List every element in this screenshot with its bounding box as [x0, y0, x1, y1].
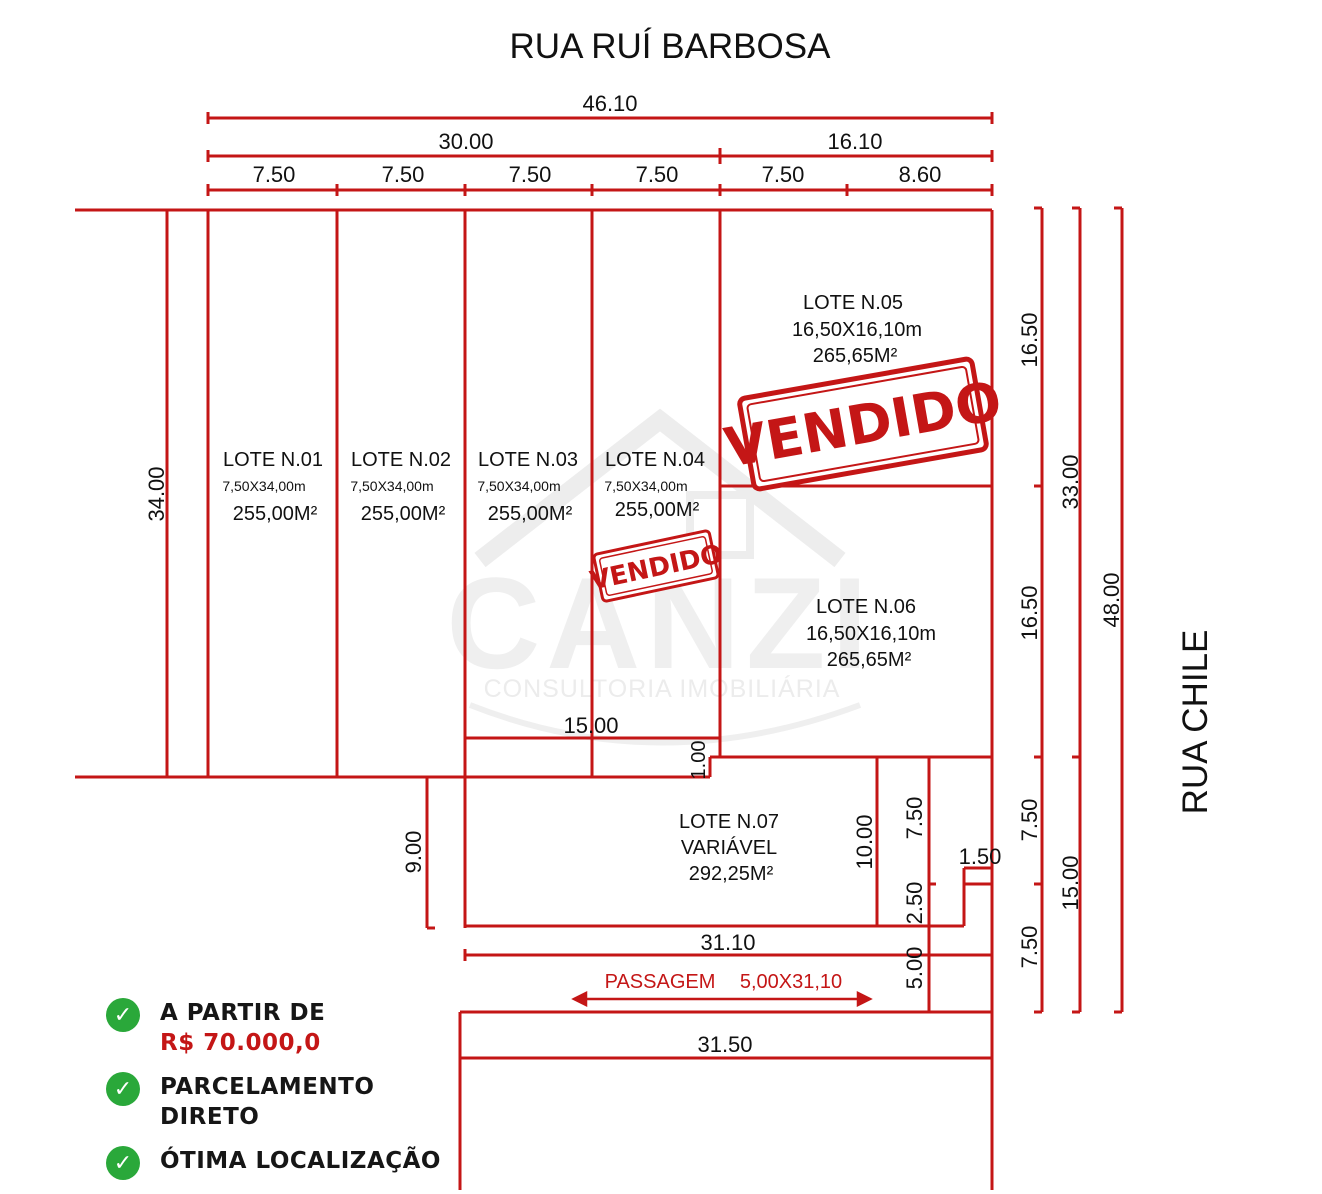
sold-stamp-large: VENDIDO — [720, 356, 1006, 492]
lot-dims: 16,50X16,10m — [806, 623, 936, 645]
lot-dims: 16,50X16,10m — [792, 319, 922, 341]
dim-right-16b: 16.50 — [1017, 585, 1042, 640]
passage-label: PASSAGEM — [605, 971, 716, 993]
dim-1-5: 1.50 — [959, 844, 1002, 869]
lot-name: LOTE N.06 — [816, 596, 916, 618]
dim-right-16a: 16.50 — [1017, 312, 1042, 367]
lot-name: LOTE N.07 — [679, 811, 779, 833]
lot-dims: VARIÁVEL — [681, 836, 777, 859]
lot-dims: 7,50X34,00m — [350, 478, 433, 494]
passage-dims: 5,00X31,10 — [740, 971, 842, 993]
feature-price: ✓ A PARTIR DE R$ 70.000,0 — [106, 998, 446, 1058]
check-icon: ✓ — [106, 1146, 140, 1180]
top-dimension-lines — [206, 112, 994, 196]
lot-area: 255,00M² — [615, 499, 700, 521]
feature-list: ✓ A PARTIR DE R$ 70.000,0 ✓ PARCELAMENTO… — [106, 998, 446, 1194]
dim-right-33: 33.00 — [1058, 454, 1083, 509]
dim-right-7b: 7.50 — [1017, 926, 1042, 969]
lot-03: LOTE N.03 7,50X34,00m 255,00M² — [477, 449, 578, 525]
lot-05: LOTE N.05 16,50X16,10m 265,65M² — [792, 292, 922, 367]
watermark-swoosh — [468, 702, 862, 746]
lot-dims: 7,50X34,00m — [222, 478, 305, 494]
lot-name: LOTE N.02 — [351, 449, 451, 471]
watermark-tagline: CONSULTORIA IMOBILIÁRIA — [484, 674, 841, 703]
dim-left-depth: 34.00 — [144, 466, 169, 521]
dim-31-50: 31.50 — [697, 1032, 752, 1057]
feature-price-text: A PARTIR DE — [160, 1000, 326, 1026]
lot-name: LOTE N.04 — [605, 449, 705, 471]
dim-inner-15: 15.00 — [563, 713, 618, 738]
lot-name: LOTE N.01 — [223, 449, 323, 471]
dim-right-7a: 7.50 — [1017, 799, 1042, 842]
double-arrow-icon — [571, 990, 873, 1008]
dim-right-15: 15.00 — [1058, 855, 1083, 910]
feature-location: ✓ ÓTIMA LOCALIZAÇÃO — [106, 1146, 446, 1180]
dim-right-48: 48.00 — [1099, 572, 1124, 627]
lot-area: 255,00M² — [361, 503, 446, 525]
lot-07: LOTE N.07 VARIÁVEL 292,25M² — [679, 811, 779, 885]
dim-2-5: 2.50 — [902, 882, 927, 925]
price-value: R$ 70.000,0 — [160, 1030, 321, 1056]
watermark-roof-icon — [474, 408, 846, 568]
lot-dims: 7,50X34,00m — [604, 478, 687, 494]
feature-installments-text: PARCELAMENTO DIRETO — [160, 1074, 375, 1130]
lot-area: 255,00M² — [488, 503, 573, 525]
dim-10: 10.00 — [852, 814, 877, 869]
dim-lot-width-4: 7.50 — [636, 162, 679, 187]
dim-group-left: 30.00 — [438, 129, 493, 154]
dim-9: 9.00 — [401, 831, 426, 874]
lot-dims: 7,50X34,00m — [477, 478, 560, 494]
dim-lot-width-5: 7.50 — [762, 162, 805, 187]
dim-lot-width-3: 7.50 — [509, 162, 552, 187]
dim-7-5-inner: 7.50 — [902, 797, 927, 840]
dim-31-10: 31.10 — [700, 930, 755, 955]
plan-outlines — [75, 206, 1124, 1190]
dim-5: 5.00 — [902, 947, 927, 990]
street-top-label: RUA RUÍ BARBOSA — [510, 27, 832, 66]
lot-name: LOTE N.03 — [478, 449, 578, 471]
lot-04: LOTE N.04 7,50X34,00m 255,00M² — [604, 449, 705, 521]
dim-group-right: 16.10 — [827, 129, 882, 154]
lot-06: LOTE N.06 16,50X16,10m 265,65M² — [806, 596, 936, 671]
feature-location-text: ÓTIMA LOCALIZAÇÃO — [160, 1148, 441, 1174]
lot-area: 265,65M² — [827, 649, 912, 671]
lot-area: 265,65M² — [813, 345, 898, 367]
dim-lot-width-1: 7.50 — [253, 162, 296, 187]
lot-area: 292,25M² — [689, 863, 774, 885]
lot-01: LOTE N.01 7,50X34,00m 255,00M² — [222, 449, 323, 525]
lot-area: 255,00M² — [233, 503, 318, 525]
check-icon: ✓ — [106, 998, 140, 1032]
dim-step-1: 1.00 — [688, 741, 710, 780]
feature-installments: ✓ PARCELAMENTO DIRETO — [106, 1072, 446, 1132]
check-icon: ✓ — [106, 1072, 140, 1106]
dim-total-width: 46.10 — [582, 91, 637, 116]
dim-lot-width-2: 7.50 — [382, 162, 425, 187]
lot-name: LOTE N.05 — [803, 292, 903, 314]
dim-lot-width-6: 8.60 — [899, 162, 942, 187]
lot-02: LOTE N.02 7,50X34,00m 255,00M² — [350, 449, 451, 525]
street-right-label: RUA CHILE — [1176, 630, 1215, 815]
